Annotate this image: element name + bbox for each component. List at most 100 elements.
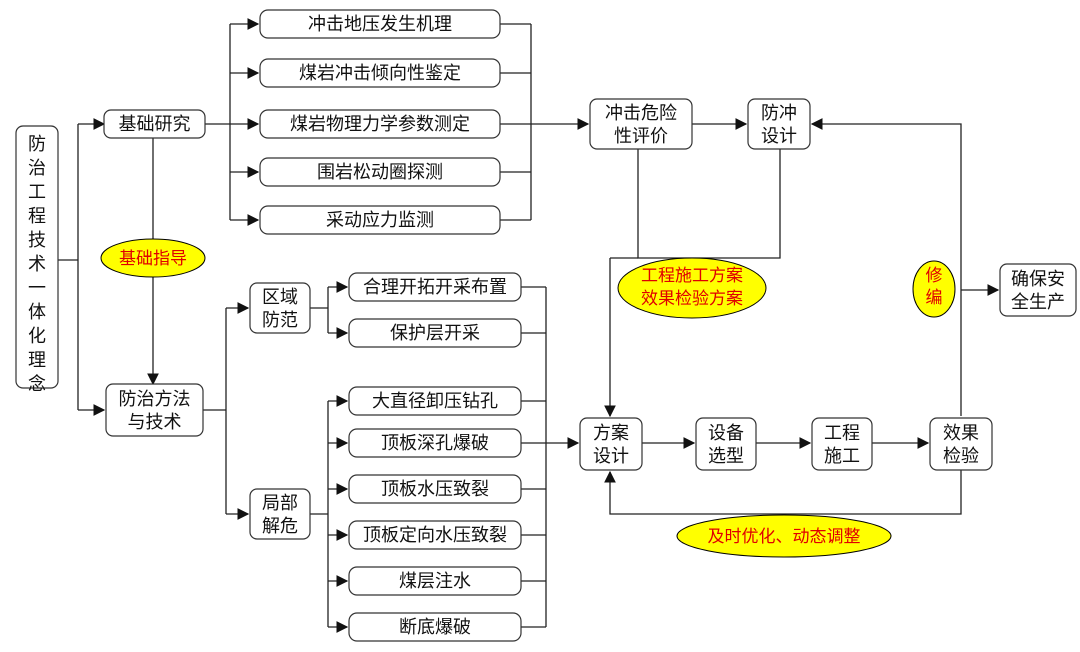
research-item-label: 采动应力监测 [326,210,434,231]
local-item-box [348,612,522,642]
root-label-char: 念 [28,373,46,395]
root-label-char: 体 [28,302,46,323]
local-item-label: 顶板水压致裂 [381,479,489,500]
research-item-label: 煤岩冲击倾向性鉴定 [299,63,461,84]
root-label-char: 程 [28,206,46,227]
research-item-label: 围岩松动圈探测 [317,162,443,183]
safety-label-line2: 全生产 [1011,292,1065,313]
scheme-design-box-frame [579,417,643,471]
construction-box: 工程 施工 [811,417,873,471]
research-item-box [259,109,501,139]
arrow-revise-feedback [810,118,962,416]
safety-box-frame [999,263,1077,317]
local-label-line2: 解危 [262,516,298,537]
regional-label-line1: 区域 [262,287,298,308]
callout-optimize-label: 及时优化、动态调整 [708,527,861,547]
methods-box: 防治方法 与技术 [105,383,204,437]
callout-optimize-shape [676,514,892,558]
effect-check-label-line1: 效果 [943,423,979,444]
scheme-design-label-line2: 设计 [593,446,629,467]
regional-item-label: 保护层开采 [390,323,480,344]
callout-foundation-guide: 基础指导 [100,238,206,278]
local-item-label: 顶板深孔爆破 [381,433,489,454]
research-item-box [259,9,501,39]
scheme-design-label-line1: 方案 [593,423,629,444]
callout-revise: 修 编 [912,260,956,318]
equipment-label-line2: 选型 [708,446,744,467]
arrow-optimize-feedback [604,470,962,515]
construction-label-line2: 施工 [824,446,860,467]
methods-box-frame [105,383,204,437]
regional-item-label: 合理开拓开采布置 [363,277,507,298]
local-box-frame [249,488,311,540]
construction-box-frame [811,417,873,471]
research-item-box [259,205,501,235]
local-items: 大直径卸压钻孔 顶板深孔爆破 顶板水压致裂 顶板定向水压致裂 煤层注水 断底爆破 [348,386,522,642]
equipment-box: 设备 选型 [695,417,757,471]
local-item-label: 断底爆破 [399,617,471,638]
connector-plans [637,148,781,259]
connectors [58,18,1000,633]
research-item-label: 冲击地压发生机理 [308,14,452,35]
connector-lower-right-stubs [521,286,546,628]
regional-label-line2: 防范 [262,310,298,331]
root-label-char: 理 [28,350,46,371]
foundation-box-frame [103,109,206,139]
local-item-box [348,520,522,550]
equipment-label-line1: 设备 [708,423,744,444]
local-item-box [348,566,522,596]
root-box-frame [15,125,59,389]
construction-label-line1: 工程 [824,423,860,444]
local-item-box [348,428,522,458]
callout-revise-line2: 编 [926,288,943,308]
connector-research-right-stubs [500,23,531,221]
prevention-design-box: 防冲 设计 [747,98,811,150]
root-label-char: 治 [28,158,46,179]
methods-label-line2: 与技术 [128,412,182,433]
callout-plans: 工程施工方案 效果检验方案 [617,257,767,319]
regional-item-box [348,318,522,348]
risk-eval-box: 冲击危险 性评价 [589,98,693,150]
research-item-box [259,58,501,88]
safety-label-line1: 确保安 [1011,269,1065,290]
root-label-char: 工 [28,182,46,203]
prevention-design-box-frame [747,98,811,150]
local-item-box [348,474,522,504]
effect-check-box: 效果 检验 [929,417,993,471]
local-item-box [348,386,522,416]
local-item-label: 顶板定向水压致裂 [363,525,507,546]
regional-items: 合理开拓开采布置 保护层开采 [348,272,522,348]
prevention-design-label-line2: 设计 [761,126,797,147]
callout-plans-shape [617,257,767,319]
equipment-box-frame [695,417,757,471]
root-label-char: 化 [28,326,46,347]
root-label-char: 防 [28,134,46,155]
prevention-design-label-line1: 防冲 [761,103,797,124]
callout-plans-line1: 工程施工方案 [641,266,743,286]
callout-optimize: 及时优化、动态调整 [676,514,892,558]
root-label-char: 一 [28,278,46,299]
effect-check-box-frame [929,417,993,471]
root-label-char: 技 [28,230,46,251]
safety-box: 确保安 全生产 [999,263,1077,317]
research-item-label: 煤岩物理力学参数测定 [290,114,470,135]
effect-check-label-line2: 检验 [943,446,979,467]
methods-label-line1: 防治方法 [119,389,191,410]
risk-eval-label-line2: 性评价 [614,126,668,147]
regional-box-frame [249,282,311,334]
foundation-label: 基础研究 [119,114,191,135]
scheme-design-box: 方案 设计 [579,417,643,471]
local-label-line1: 局部 [262,493,298,514]
callout-revise-line1: 修 [926,266,943,286]
callout-foundation-guide-shape [100,238,206,278]
regional-item-box [348,272,522,302]
local-box: 局部 解危 [249,488,311,540]
local-item-label: 煤层注水 [399,571,471,592]
foundation-box: 基础研究 [103,109,206,139]
callout-plans-line2: 效果检验方案 [641,289,743,309]
callout-foundation-guide-label: 基础指导 [119,249,187,269]
research-item-box [259,157,501,187]
